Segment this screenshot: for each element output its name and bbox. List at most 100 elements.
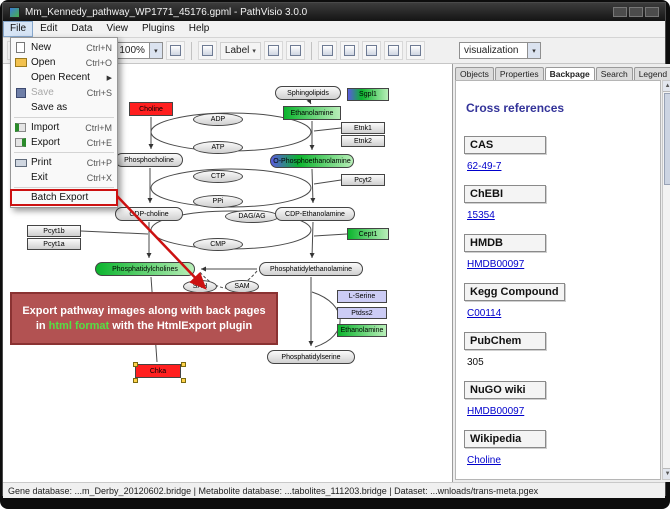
pathway-node-dag-ag[interactable]: DAG/AG	[225, 210, 279, 223]
node-label: Choline	[139, 105, 163, 113]
tab-backpage[interactable]: Backpage	[544, 67, 595, 80]
pathway-node-ethanolamine[interactable]: Ethanolamine	[283, 106, 341, 120]
label-tool-button[interactable]: Label	[219, 41, 261, 60]
select-tool-button[interactable]	[197, 41, 217, 60]
node-label: SAM	[234, 283, 250, 290]
pathway-node-atp[interactable]: ATP	[193, 141, 243, 154]
menu-edit[interactable]: Edit	[40, 23, 58, 34]
menu-data[interactable]: Data	[71, 23, 93, 34]
align-right-button[interactable]	[361, 41, 381, 60]
crossref-link[interactable]: HMDB00097	[467, 406, 525, 417]
pathway-node-pcyt1a[interactable]: Pcyt1a	[27, 238, 81, 250]
pathway-node-phosphatidylserine[interactable]: Phosphatidylserine	[267, 350, 355, 364]
pathway-node-phosphatidylethanolamine[interactable]: Phosphatidylethanolamine	[259, 262, 363, 276]
close-button[interactable]	[645, 7, 659, 17]
section-header: HMDB	[464, 234, 546, 252]
menu-item-shortcut: Ctrl+E	[86, 137, 112, 148]
crossref-link[interactable]: C00114	[467, 308, 502, 319]
scroll-down-icon[interactable]: ▼	[663, 468, 670, 479]
pathway-node-ppi[interactable]: PPi	[193, 195, 243, 208]
visualization-combobox[interactable]: visualization	[459, 42, 541, 59]
pathway-node-cept1[interactable]: Cept1	[347, 228, 389, 240]
shape-tool-button[interactable]	[285, 41, 305, 60]
tab-search[interactable]: Search	[595, 67, 633, 80]
scroll-up-icon[interactable]: ▲	[663, 81, 670, 92]
align-middle-button[interactable]	[405, 41, 425, 60]
align-center-button[interactable]	[339, 41, 359, 60]
selection-handle[interactable]	[133, 362, 138, 367]
zoom-combobox[interactable]: 100%	[114, 42, 163, 59]
menu-file[interactable]: File	[3, 21, 34, 37]
pathway-node-o-phosphoethanolamine[interactable]: O-Phosphoethanolamine	[270, 154, 354, 168]
tab-legend[interactable]: Legend	[633, 67, 670, 80]
node-label: Phosphatidylethanolamine	[269, 265, 353, 273]
crossref-link[interactable]: 15354	[467, 210, 495, 221]
print-icon	[14, 158, 27, 167]
panel-scrollbar[interactable]: ▲ ▼	[662, 80, 670, 480]
file-menu-item-batch-export[interactable]: Batch Export	[10, 189, 118, 206]
pathway-node-sgpl1[interactable]: Sgpl1	[347, 88, 389, 101]
align-top-icon	[387, 45, 399, 56]
fit-window-button[interactable]	[165, 41, 185, 60]
pathway-node-ptdss2[interactable]: Ptdss2	[337, 307, 387, 319]
selection-handle[interactable]	[181, 362, 186, 367]
crossref-value: 305	[467, 357, 484, 368]
status-bar: Gene database: ...m_Derby_20120602.bridg…	[3, 482, 665, 498]
crossref-link[interactable]: 62-49-7	[467, 161, 502, 172]
align-top-button[interactable]	[383, 41, 403, 60]
section-header: NuGO wiki	[464, 381, 546, 399]
tab-properties[interactable]: Properties	[494, 67, 544, 80]
pathway-node-adp[interactable]: ADP	[193, 113, 243, 126]
scrollbar-thumb[interactable]	[664, 93, 670, 185]
pathway-node-pcyt1b[interactable]: Pcyt1b	[27, 225, 81, 237]
pathway-node-chka[interactable]: Chka	[135, 364, 181, 378]
pathway-node-pcyt2[interactable]: Pcyt2	[341, 174, 385, 186]
menu-item-shortcut: Ctrl+M	[85, 122, 112, 133]
pathway-node-ctp[interactable]: CTP	[193, 170, 243, 183]
crossref-link[interactable]: HMDB00097	[467, 259, 525, 270]
pathway-node-ethanolamine[interactable]: Ethanolamine	[337, 324, 387, 337]
new-icon	[16, 42, 25, 53]
pathway-node-phosphocholine[interactable]: Phosphocholine	[115, 153, 183, 167]
pathway-node-cmp[interactable]: CMP	[193, 238, 243, 251]
align-left-button[interactable]	[317, 41, 337, 60]
align-left-icon	[321, 45, 333, 56]
maximize-button[interactable]	[629, 7, 643, 17]
menu-plugins[interactable]: Plugins	[141, 23, 175, 34]
selection-handle[interactable]	[181, 378, 186, 383]
file-menu-item-open-recent[interactable]: Open Recent▶	[11, 70, 117, 85]
tab-objects[interactable]: Objects	[455, 67, 494, 80]
menu-view[interactable]: View	[106, 23, 128, 34]
menu-item-label: Print	[31, 157, 52, 168]
crossref-link[interactable]: Choline	[467, 455, 501, 466]
pathway-node-cdp-choline[interactable]: CDP-choline	[115, 207, 183, 221]
pathway-node-sphingolipids[interactable]: Sphingolipids	[275, 86, 341, 100]
menu-help[interactable]: Help	[188, 23, 210, 34]
pathway-node-etnk1[interactable]: Etnk1	[341, 122, 385, 134]
pathway-node-choline[interactable]: Choline	[129, 102, 173, 116]
selection-handle[interactable]	[133, 378, 138, 383]
visualization-value: visualization	[464, 45, 519, 56]
pathway-node-etnk2[interactable]: Etnk2	[341, 135, 385, 147]
minimize-button[interactable]	[613, 7, 627, 17]
chevron-down-icon[interactable]	[148, 43, 162, 58]
file-menu-item-save-as[interactable]: Save as	[11, 100, 117, 115]
pathway-node-phosphatidylcholines[interactable]: Phosphatidylcholines	[95, 262, 195, 276]
node-label: ADP	[210, 116, 226, 123]
menu-icon-spacer	[14, 192, 27, 203]
node-label: Ethanolamine	[340, 327, 384, 334]
menu-separator	[14, 117, 114, 118]
pathway-node-cdp-ethanolamine[interactable]: CDP-Ethanolamine	[275, 207, 355, 221]
chevron-down-icon[interactable]	[527, 43, 540, 58]
pathway-node-l-serine[interactable]: L-Serine	[337, 290, 387, 303]
line-tool-button[interactable]	[263, 41, 283, 60]
